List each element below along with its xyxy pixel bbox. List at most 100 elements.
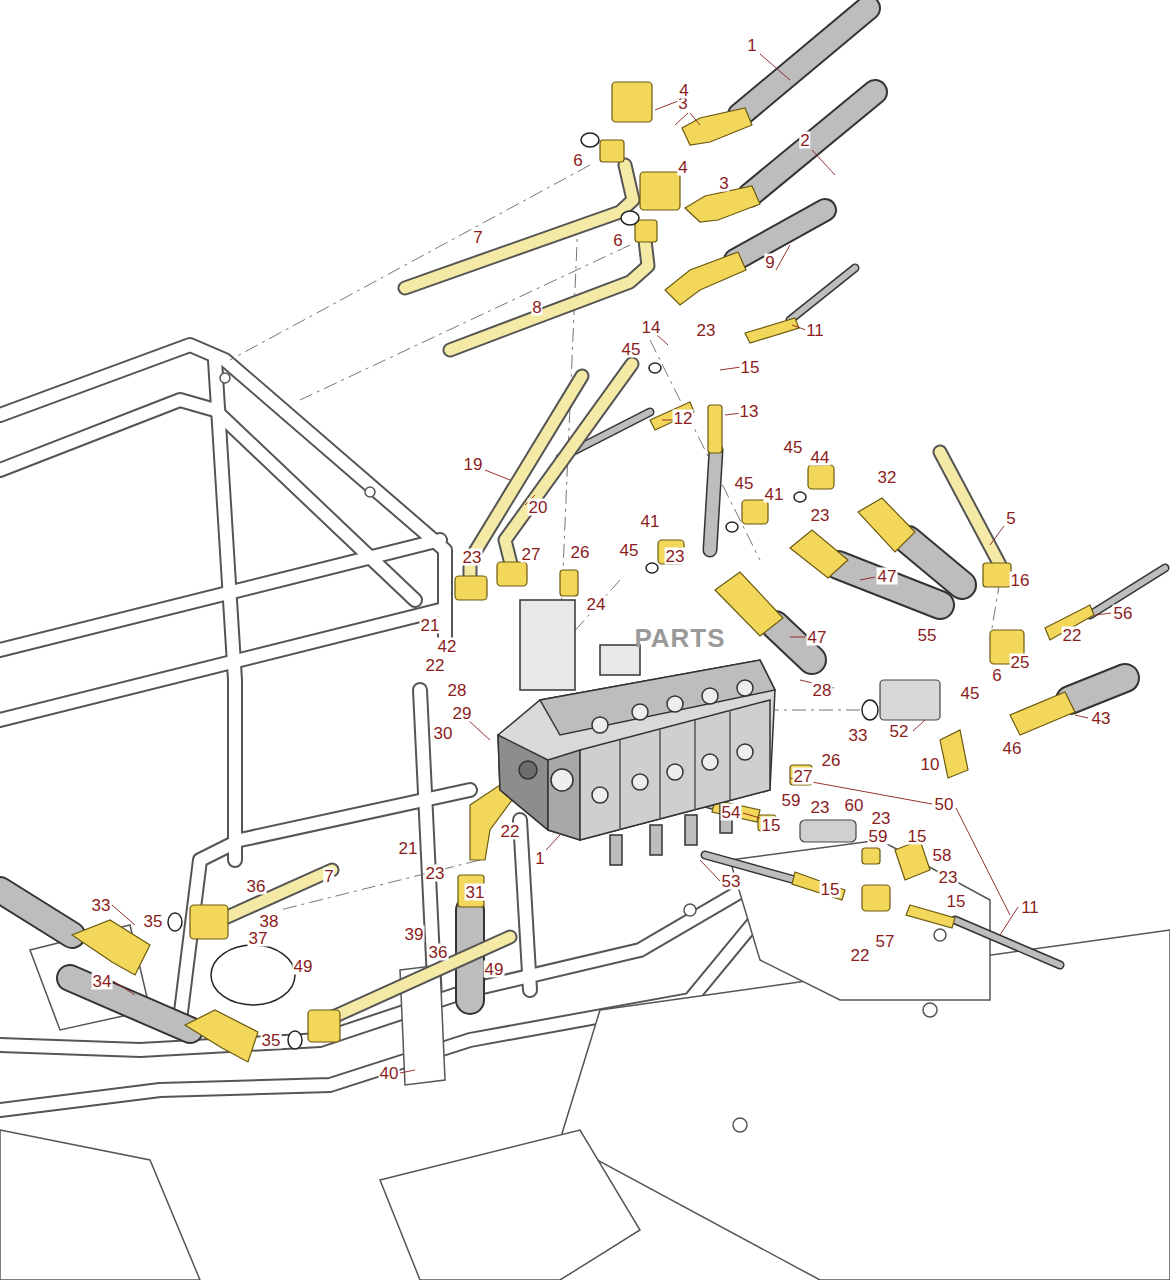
callout-number: 38 <box>259 913 280 930</box>
callout-number: 40 <box>379 1065 400 1082</box>
callout-number: 21 <box>420 617 441 634</box>
callout-number: 16 <box>1010 572 1031 589</box>
callout-number: 15 <box>761 817 782 834</box>
callout-number: 23 <box>425 865 446 882</box>
callout-number: 42 <box>437 638 458 655</box>
callout-number: 22 <box>500 823 521 840</box>
callout-number: 25 <box>1010 654 1031 671</box>
callout-number: 5 <box>1005 510 1016 527</box>
callout-number: 57 <box>875 933 896 950</box>
callout-number: 6 <box>991 667 1002 684</box>
callout-number: 15 <box>946 893 967 910</box>
callout-number: 8 <box>531 299 542 316</box>
callout-number: 32 <box>877 469 898 486</box>
callout-number: 59 <box>868 828 889 845</box>
callout-number: 59 <box>781 792 802 809</box>
callout-number: 22 <box>425 657 446 674</box>
callout-number: 44 <box>810 449 831 466</box>
watermark: PARTS <box>634 623 725 654</box>
callout-number: 56 <box>1113 605 1134 622</box>
callout-number: 26 <box>570 544 591 561</box>
callout-number: 37 <box>248 930 269 947</box>
callout-number: 23 <box>871 810 892 827</box>
callout-number: 41 <box>764 486 785 503</box>
leader-line <box>112 54 1111 1073</box>
callout-number: 23 <box>696 322 717 339</box>
o-ring <box>168 133 878 1049</box>
callout-number: 1 <box>746 37 757 54</box>
callout-number: 41 <box>640 513 661 530</box>
callout-number: 6 <box>572 152 583 169</box>
callout-number: 23 <box>462 549 483 566</box>
callout-number: 13 <box>739 403 760 420</box>
callout-number: 46 <box>1002 740 1023 757</box>
callout-number: 2 <box>799 132 810 149</box>
callout-number: 4 <box>678 82 689 99</box>
callout-number: 12 <box>673 410 694 427</box>
callout-number: 28 <box>812 682 833 699</box>
callout-number: 1 <box>534 850 545 867</box>
callout-number: 55 <box>917 627 938 644</box>
callout-number: 43 <box>1091 710 1112 727</box>
callout-number: 21 <box>398 840 419 857</box>
callout-number: 7 <box>472 229 483 246</box>
callout-number: 49 <box>293 958 314 975</box>
callout-number: 9 <box>764 254 775 271</box>
callout-number: 34 <box>92 973 113 990</box>
callout-number: 24 <box>586 596 607 613</box>
callout-number: 27 <box>793 768 814 785</box>
callout-number: 47 <box>877 568 898 585</box>
callout-number: 23 <box>938 869 959 886</box>
callout-number: 23 <box>665 548 686 565</box>
callout-number: 35 <box>143 913 164 930</box>
steel-tube <box>225 165 1000 1022</box>
callout-number: 26 <box>821 752 842 769</box>
callout-number: 29 <box>452 705 473 722</box>
callout-number: 45 <box>960 685 981 702</box>
callout-number: 31 <box>465 884 486 901</box>
hose <box>0 8 1165 1030</box>
callout-number: 35 <box>261 1032 282 1049</box>
callout-number: 45 <box>621 341 642 358</box>
callout-number: 28 <box>447 682 468 699</box>
plate <box>0 840 1170 1280</box>
callout-number: 14 <box>641 319 662 336</box>
callout-number: 33 <box>91 897 112 914</box>
callout-number: 11 <box>805 322 825 339</box>
callout-number: 54 <box>721 804 742 821</box>
callout-number: 50 <box>934 796 955 813</box>
callout-number: 7 <box>323 868 334 885</box>
callout-number: 11 <box>1020 899 1040 916</box>
callout-number: 53 <box>721 873 742 890</box>
callout-number: 10 <box>920 756 941 773</box>
callout-number: 23 <box>810 507 831 524</box>
callout-number: 19 <box>463 456 484 473</box>
callout-number: 36 <box>246 878 267 895</box>
callout-number: 20 <box>528 499 549 516</box>
callout-number: 47 <box>807 629 828 646</box>
callout-number: 58 <box>932 847 953 864</box>
callout-number: 27 <box>521 546 542 563</box>
center-line <box>230 165 1000 910</box>
valve-block <box>498 600 775 865</box>
callout-number: 22 <box>1062 627 1083 644</box>
callout-number: 49 <box>484 961 505 978</box>
callout-number: 15 <box>907 828 928 845</box>
callout-number: 60 <box>844 797 865 814</box>
callout-number: 39 <box>404 926 425 943</box>
callout-number: 23 <box>810 799 831 816</box>
callout-number: 36 <box>428 944 449 961</box>
callout-number: 4 <box>677 159 688 176</box>
callout-number: 15 <box>820 881 841 898</box>
callout-number: 33 <box>848 727 869 744</box>
callout-number: 6 <box>612 232 623 249</box>
callout-number: 45 <box>734 475 755 492</box>
callout-number: 45 <box>619 542 640 559</box>
callout-number: 52 <box>889 723 910 740</box>
hole <box>220 373 946 1132</box>
callout-number: 45 <box>783 439 804 456</box>
callout-number: 3 <box>718 175 729 192</box>
callout-number: 30 <box>433 725 454 742</box>
callout-number: 15 <box>740 359 761 376</box>
